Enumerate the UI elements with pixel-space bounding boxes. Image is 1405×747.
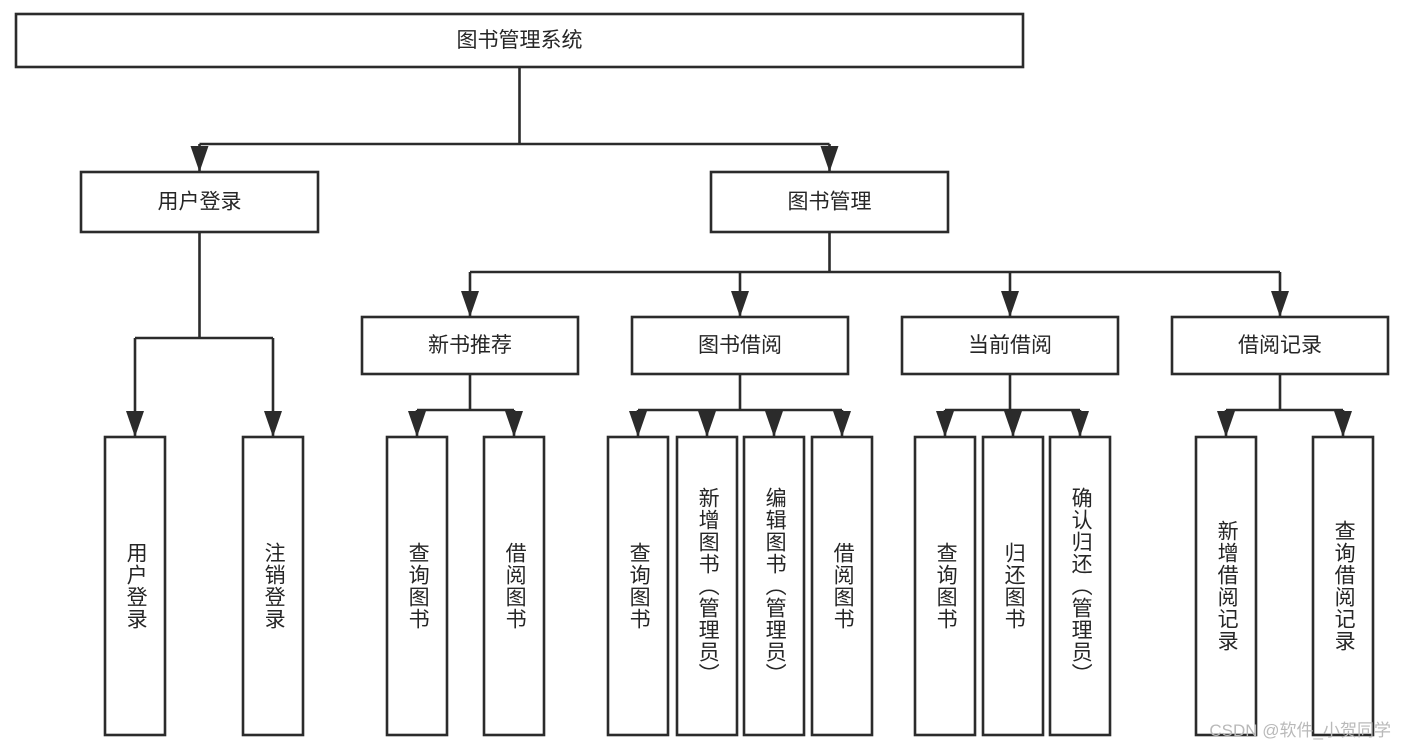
conn-leaf-3-arrowhead-1 (698, 411, 716, 437)
leaf-node-8[interactable] (913, 435, 977, 737)
node-level3-1[interactable] (630, 315, 850, 376)
leaf-node-1[interactable] (241, 435, 305, 737)
conn-leaf-3-arrowhead-2 (765, 411, 783, 437)
conn-books-arrowhead-1 (731, 291, 749, 317)
node-level3-2[interactable] (900, 315, 1120, 376)
conn-root-arrowhead-1 (820, 146, 839, 172)
node-level3-0-label: 新书推荐 (428, 334, 512, 357)
leaf-node-11[interactable] (1194, 435, 1258, 737)
box-layer (14, 12, 1390, 737)
conn-leaf-2-arrowhead-0 (408, 411, 426, 437)
conn-root-arrowhead-0 (190, 146, 209, 172)
conn-leaf-3-arrowhead-3 (833, 411, 851, 437)
conn-books-arrowhead-0 (461, 291, 479, 317)
node-root[interactable] (14, 12, 1025, 69)
node-level2-1-label: 图书管理 (788, 191, 872, 214)
conn-leaf-5-arrowhead-1 (1334, 411, 1352, 437)
conn-leaf-0-arrowhead-1 (264, 411, 282, 437)
node-level3-3[interactable] (1170, 315, 1390, 376)
leaf-node-6[interactable] (742, 435, 806, 737)
leaf-node-7[interactable] (810, 435, 874, 737)
connector-layer (126, 67, 1352, 437)
conn-leaf-5-arrowhead-0 (1217, 411, 1235, 437)
conn-leaf-3-arrowhead-0 (629, 411, 647, 437)
leaf-node-5[interactable] (675, 435, 739, 737)
conn-leaf-0-arrowhead-0 (126, 411, 144, 437)
node-level3-2-label: 当前借阅 (968, 334, 1052, 357)
node-level2-0[interactable] (79, 170, 320, 234)
conn-leaf-4-arrowhead-0 (936, 411, 954, 437)
leaf-node-9[interactable] (981, 435, 1045, 737)
leaf-node-10[interactable] (1048, 435, 1112, 737)
leaf-node-4[interactable] (606, 435, 670, 737)
conn-leaf-4-arrowhead-2 (1071, 411, 1089, 437)
conn-leaf-2-arrowhead-1 (505, 411, 523, 437)
node-level2-1[interactable] (709, 170, 950, 234)
leaf-node-12[interactable] (1311, 435, 1375, 737)
leaf-node-0[interactable] (103, 435, 167, 737)
leaf-node-3[interactable] (482, 435, 546, 737)
node-level2-0-label: 用户登录 (158, 191, 242, 214)
node-level3-1-label: 图书借阅 (698, 334, 782, 357)
node-root-label: 图书管理系统 (457, 29, 583, 52)
conn-books-arrowhead-2 (1001, 291, 1019, 317)
leaf-node-2[interactable] (385, 435, 449, 737)
node-level3-3-label: 借阅记录 (1238, 334, 1322, 357)
conn-books-arrowhead-3 (1271, 291, 1289, 317)
watermark: CSDN @软件_小贺同学 (1209, 721, 1391, 740)
conn-leaf-4-arrowhead-1 (1004, 411, 1022, 437)
node-level3-0[interactable] (360, 315, 580, 376)
